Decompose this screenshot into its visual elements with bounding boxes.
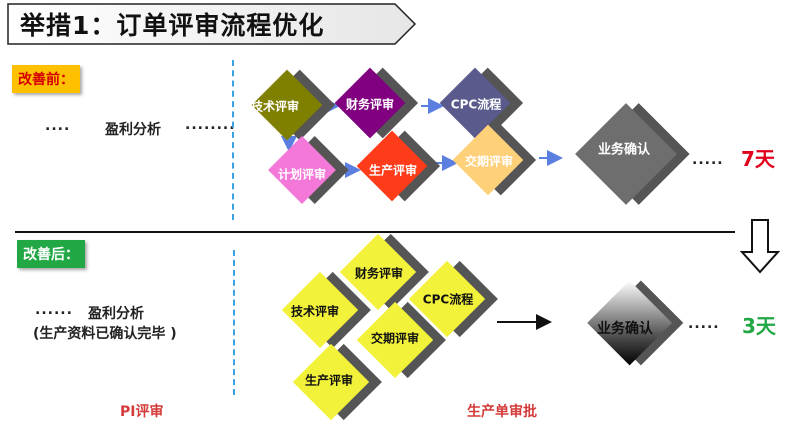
after-analysis-note: (生产资料已确认完毕 ) (33, 326, 177, 342)
after-final-label: 业务确认 (597, 321, 653, 337)
after-divider (233, 250, 235, 395)
before-analysis: 盈利分析 (105, 122, 161, 138)
before-leading-dots: .... (45, 118, 71, 134)
before-step-plan-label: 计划评审 (277, 167, 327, 182)
before-step-delivery-label: 交期评审 (464, 154, 514, 169)
before-final-label: 业务确认 (597, 142, 651, 158)
after-step-finance-label: 财务评审 (354, 266, 404, 281)
section-divider (15, 231, 735, 233)
page-title: 举措1：订单评审流程优化 (20, 11, 325, 40)
before-divider (232, 60, 234, 220)
down-arrow-icon (739, 219, 781, 274)
after-leading-dots: ...... (35, 302, 73, 318)
before-trailing-dots: ........ (185, 117, 236, 133)
before-final-dots: ..... (692, 152, 724, 168)
after-step-delivery-label: 交期评审 (370, 331, 420, 346)
before-tag: 改善前： (12, 65, 80, 93)
production-order-approval-label: 生产单审批 (467, 404, 537, 420)
after-final-box (587, 280, 684, 366)
before-step-production-label: 生产评审 (368, 163, 418, 178)
after-analysis: 盈利分析 (88, 306, 144, 322)
before-step-finance-label: 财务评审 (345, 97, 395, 112)
title-banner (7, 3, 417, 45)
after-days: 3天 (742, 314, 776, 338)
after-step-cpc-label: CPC流程 (422, 292, 474, 307)
before-days: 7天 (741, 147, 775, 171)
after-final-dots: ..... (688, 316, 720, 332)
after-step-production-label: 生产评审 (304, 373, 354, 388)
before-step-tech-label: 技术评审 (250, 99, 300, 114)
before-step-cpc-label: CPC流程 (450, 97, 502, 112)
after-step-tech-label: 技术评审 (290, 304, 340, 319)
after-tag: 改善后： (17, 240, 85, 268)
pi-review-label: PI评审 (120, 404, 164, 420)
